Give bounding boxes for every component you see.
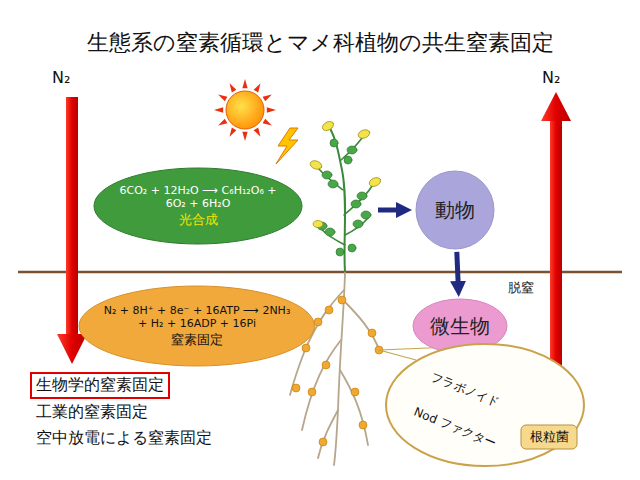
food-arrow [378,208,404,213]
sun-ray [267,107,276,112]
sun [214,79,276,141]
nitrogen-fixation-ellipse: N₂ + 8H⁺ + 8e⁻ + 16ATP ⟶ 2NH₃ + H₂ + 16A… [78,285,316,367]
title: 生態系の窒素循環とマメ科植物の共生窒素固定 [0,28,640,58]
node-text: 微生物 [430,314,490,339]
text-label: 空中放電による窒素固定 [36,428,212,449]
nodule [308,388,316,396]
node-text: 根粒菌 [530,429,569,445]
sun-ray [254,128,261,137]
node-text: 動物 [435,198,475,223]
nodule [325,306,333,314]
outline-shape [94,168,302,244]
root-nodule-callout: フラボノイドNod ファクター根粒菌 [385,343,585,467]
flow-arrow [457,252,459,289]
outline-shape [386,344,584,466]
sun-ray [263,95,272,102]
nodule [322,361,330,369]
nodule [302,344,310,352]
nodule [292,384,300,392]
nodule [351,388,359,396]
legume-plant [309,120,382,272]
sun-ray [254,83,261,92]
highlight-label: 生物学的窒素固定 [30,372,170,399]
node-content: 6CO₂ + 12H₂O ⟶ C₆H₁₂O₆ + 6O₂ + 6H₂O光合成 [93,167,303,245]
node-content: 動物 [415,170,495,250]
node-content: 根粒菌 [520,424,578,450]
sun-ray [242,79,247,88]
nodule [319,438,327,446]
sun-ray [218,119,227,126]
sun-ray [230,128,237,137]
node-text: 光合成 [179,212,218,228]
lightning [276,128,298,164]
outline-shape [416,171,494,249]
roots [290,273,380,465]
rhizobia-box: 根粒菌 [520,424,578,450]
node-text: 6CO₂ + 12H₂O ⟶ C₆H₁₂O₆ + 6O₂ + 6H₂O [114,184,282,212]
ground-line [18,271,622,274]
outline-shape [79,286,315,366]
sun-ray [242,132,247,141]
text-label: N₂ [542,68,560,87]
text-label: N₂ [52,68,70,87]
nodule [368,329,376,337]
animal-circle: 動物 [415,170,495,250]
outline-shape [521,425,577,449]
node-text: 窒素固定 [171,332,223,348]
node-text: N₂ + 8H⁺ + 8e⁻ + 16ATP ⟶ 2NH₃ + H₂ + 16A… [102,304,292,332]
sun-ray [218,95,227,102]
nodule [338,296,346,304]
nodule [359,421,367,429]
node-text: Nod ファクター [412,405,499,452]
sun-ray [263,119,272,126]
sun-ray [230,83,237,92]
node-content: N₂ + 8H⁺ + 8e⁻ + 16ATP ⟶ 2NH₃ + H₂ + 16A… [78,285,316,367]
sun-ray [214,107,223,112]
text-label: 工業的窒素固定 [36,402,148,423]
node-text: フラボノイド [429,370,501,411]
text-label: 脱窒 [508,279,534,297]
denitrification-arrow [541,92,571,388]
photosynthesis-ellipse: 6CO₂ + 12H₂O ⟶ C₆H₁₂O₆ + 6O₂ + 6H₂O光合成 [93,167,303,245]
